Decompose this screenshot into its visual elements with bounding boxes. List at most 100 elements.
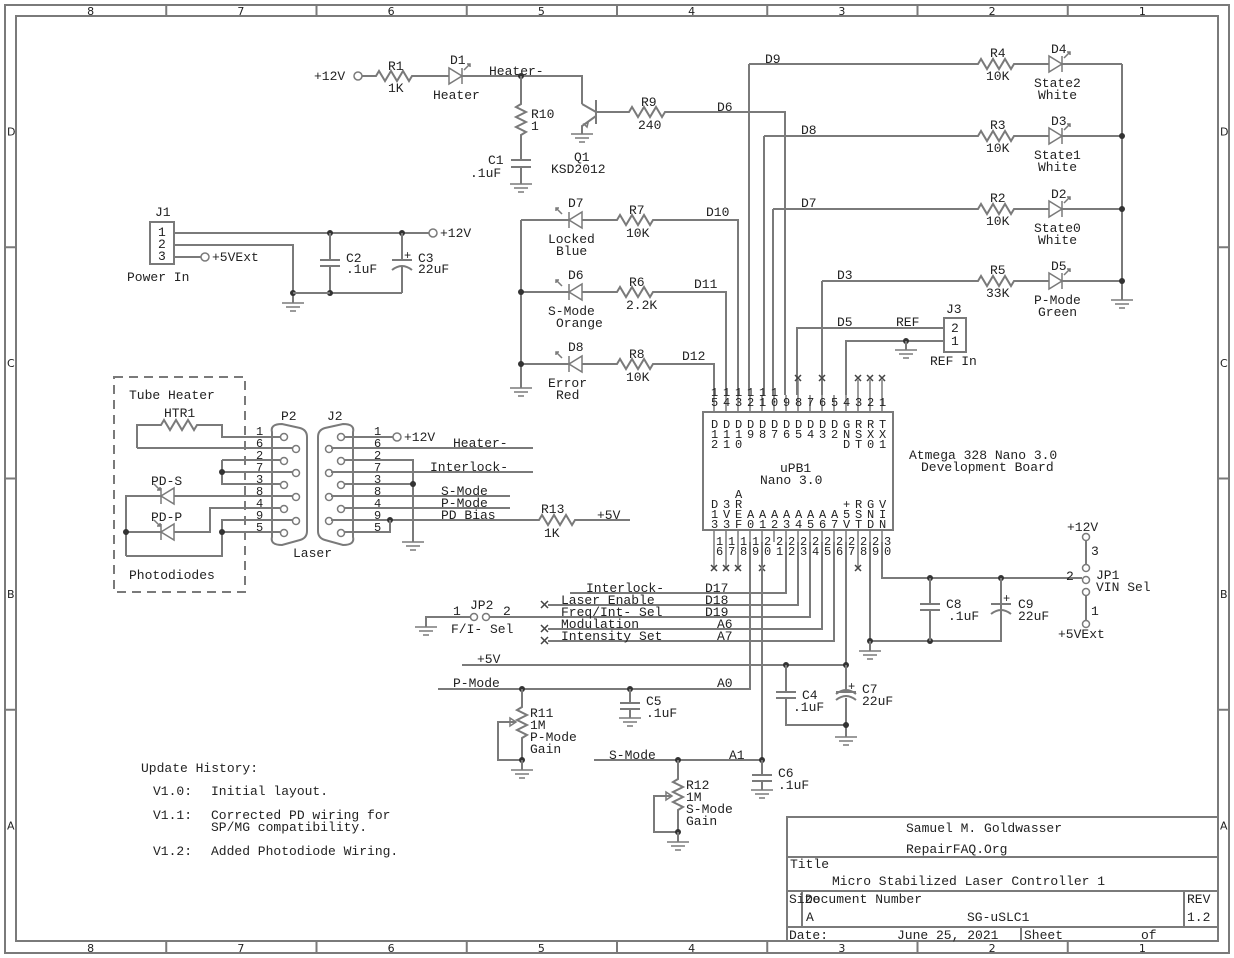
pin-number: 1: [752, 535, 759, 549]
size-value: A: [806, 910, 814, 925]
db9-pin-icon: [336, 528, 346, 538]
db9-pin-icon: [279, 504, 289, 514]
r9-ref: R9: [641, 95, 657, 110]
v12-label: +12V: [440, 226, 471, 241]
pin-name: A: [807, 508, 815, 522]
mcu-description: Development Board: [921, 460, 1054, 475]
resistor-ref: R7: [629, 203, 645, 218]
pin-name: N: [879, 518, 886, 532]
tube-heater-label: Tube Heater: [129, 388, 215, 403]
ground-icon: [510, 387, 532, 397]
r1-ref: R1: [388, 59, 404, 74]
pin-number: 4: [843, 396, 850, 410]
db9-pin-number: 7: [256, 461, 263, 475]
pin-number: 3: [735, 396, 742, 410]
jp1-ref: JP1: [1096, 568, 1120, 583]
io-signal-pin: A7: [717, 629, 733, 644]
j3-ref: J3: [946, 302, 962, 317]
db9-pin-number: 5: [256, 521, 263, 535]
c5-ref: C5: [646, 694, 662, 709]
heater-net-label: Heater-: [453, 436, 508, 451]
db9-pin-number: 3: [256, 473, 263, 487]
net-label: D11: [694, 277, 718, 292]
pin-name: D: [735, 418, 742, 432]
pin-name: 2: [771, 518, 778, 532]
db9-pin-icon: [336, 504, 346, 514]
history-version: V1.2:: [153, 844, 192, 859]
pin-name: T: [855, 518, 862, 532]
pin-number: 7: [807, 396, 814, 410]
history-text: SP/MG compatibility.: [211, 820, 367, 835]
pin-number: 5: [711, 396, 718, 410]
ground-icon: [895, 349, 917, 359]
pin-name: R: [855, 418, 862, 432]
htr1-ref: HTR1: [164, 406, 195, 421]
c8-ref: C8: [946, 597, 962, 612]
r12-label: Gain: [686, 814, 717, 829]
pin-number: 3: [855, 396, 862, 410]
ground-icon: [571, 133, 593, 143]
jp1-v12-label: +12V: [1067, 520, 1098, 535]
r12-label: S-Mode: [686, 802, 733, 817]
pin-name: 3: [723, 498, 730, 512]
d1-ref: D1: [450, 53, 466, 68]
svg-text:+: +: [1003, 592, 1010, 606]
pin-number: 2: [848, 535, 855, 549]
zone-column-label: 3: [838, 942, 845, 955]
d6-net-label: D6: [717, 100, 733, 115]
resistor-ref: R6: [629, 275, 645, 290]
resistor-value: 33K: [986, 286, 1010, 301]
pin-name: D: [831, 418, 838, 432]
history-text: Added Photodiode Wiring.: [211, 844, 398, 859]
docnum-label: Document Number: [805, 892, 922, 907]
v5-label: +5V: [477, 652, 501, 667]
io-signal-pin: A6: [717, 617, 733, 632]
pin-name: R: [735, 498, 742, 512]
drawing-title: Micro Stabilized Laser Controller 1: [832, 874, 1105, 889]
pin-name: 1: [711, 508, 718, 522]
ground-icon: [282, 302, 304, 312]
db9-pin-icon: [336, 480, 346, 490]
jp1-pin: 3: [1091, 544, 1099, 559]
c1-value: .1uF: [470, 166, 501, 181]
power-rail-5v: +5V + C4 .1uF C7 22uF: [462, 542, 893, 746]
pin-name: A: [783, 508, 791, 522]
docnum-value: SG-uSLC1: [967, 910, 1030, 925]
r13-ref: R13: [541, 502, 564, 517]
pin-number: 9: [872, 545, 879, 559]
pin-number: 1: [716, 535, 723, 549]
pin-name: 3: [783, 518, 790, 532]
db9-pin-number: 2: [256, 449, 263, 463]
pd-s-ref: PD-S: [151, 474, 182, 489]
mcu-top-wires: D9 D8 D7 D3 D5 REF J3 2 1 REF In: [748, 52, 977, 395]
led-ref: D4: [1051, 42, 1067, 57]
c9-value: 22uF: [1018, 609, 1049, 624]
net-label: D8: [801, 123, 817, 138]
pin-number: 1: [771, 386, 778, 400]
db9-pin-icon: [279, 432, 289, 442]
pin-number: 1: [728, 535, 735, 549]
jp1-pin: 2: [1066, 569, 1074, 584]
r9-value: 240: [638, 118, 661, 133]
c2-value: .1uF: [346, 262, 377, 277]
mcu-top-pin: 5D2: [831, 395, 838, 442]
pin-number: 0: [884, 545, 891, 559]
pin-number: 1: [759, 386, 766, 400]
pin-name: D: [711, 498, 718, 512]
pin-name: D: [843, 438, 850, 452]
pin-name: D: [783, 418, 790, 432]
pin-number: 8: [795, 396, 802, 410]
ground-icon: [619, 717, 641, 727]
r11-ref: R11: [530, 706, 554, 721]
db9-pin-number: 1: [256, 425, 263, 439]
update-history-title: Update History:: [141, 761, 258, 776]
